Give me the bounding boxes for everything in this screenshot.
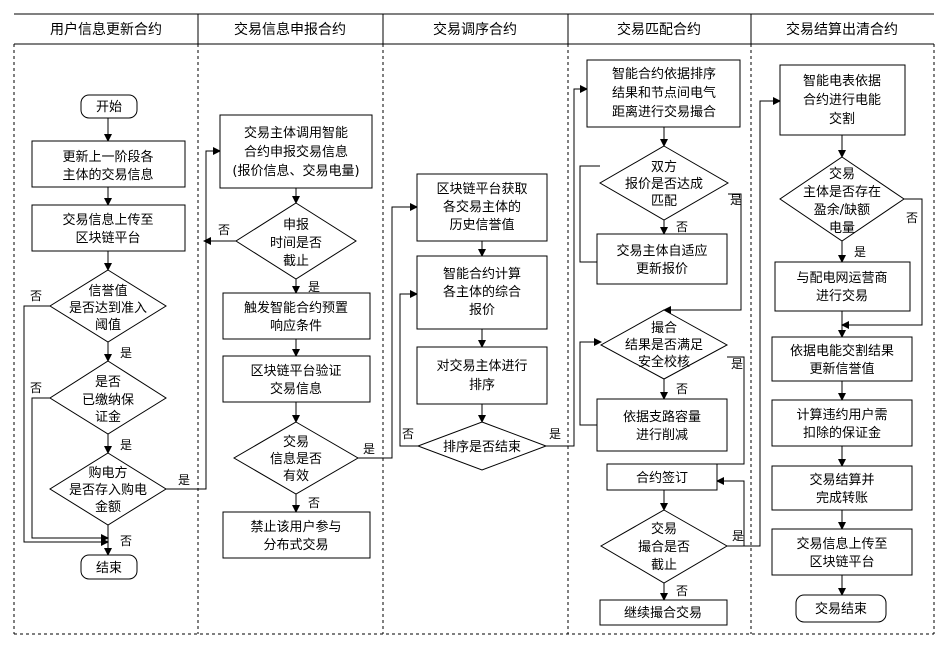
price-check-decision bbox=[599, 145, 729, 221]
compute-price-text: 智能合约计算各主体的综合报价 bbox=[443, 267, 521, 318]
start-node-text: 开始 bbox=[96, 100, 122, 115]
rank-box bbox=[416, 346, 548, 405]
call-contract-box bbox=[219, 114, 373, 189]
buyer-yes-label: 是 bbox=[178, 473, 190, 487]
upload-chain2-text: 交易信息上传至区块链平台 bbox=[796, 536, 887, 570]
trade-end-node bbox=[795, 594, 887, 623]
price-check-text: 双方报价是否达成匹配 bbox=[625, 159, 703, 209]
get-credit-text: 区块链平台获取各交易主体的历史信誉值 bbox=[436, 182, 527, 233]
start-node bbox=[80, 94, 138, 119]
match-deadline-yes-label: 是 bbox=[732, 529, 744, 543]
compute-price-box bbox=[416, 255, 548, 330]
match-deadline-decision bbox=[600, 509, 728, 584]
lane-title-user: 用户信息更新合约 bbox=[50, 21, 162, 38]
sign-box bbox=[606, 463, 718, 491]
safety-yes-label: 是 bbox=[731, 357, 743, 371]
credit-check-text: 信誉值是否达到准入阈值 bbox=[69, 283, 147, 333]
update-credit-text: 依据电能交割结果更新信誉值 bbox=[790, 343, 894, 377]
adaptive-update-box bbox=[596, 233, 728, 285]
price-yes-label: 是 bbox=[730, 193, 742, 207]
update-info-box bbox=[31, 140, 186, 188]
adaptive-update-text: 交易主体自适应更新报价 bbox=[616, 243, 707, 277]
credit-check-decision bbox=[49, 269, 167, 343]
deadline-no-label: 否 bbox=[218, 223, 230, 237]
deadline-check-text: 申报时间是否截止 bbox=[270, 218, 322, 269]
lane-title-schedule: 交易调序合约 bbox=[433, 21, 517, 38]
surplus-check-decision bbox=[779, 156, 905, 242]
trade-end-text: 交易结束 bbox=[815, 601, 867, 617]
cut-text: 依据支路容量进行削减 bbox=[623, 409, 701, 443]
trigger-text: 触发智能合约预置响应条件 bbox=[244, 300, 348, 334]
match-by-rank-box bbox=[586, 59, 741, 128]
surplus-check-text: 交易主体是否存在盈余/缺额电量 bbox=[803, 166, 881, 236]
verify-box bbox=[222, 355, 371, 403]
valid-yes-label: 是 bbox=[363, 442, 375, 456]
safety-check-decision bbox=[599, 309, 729, 380]
settle-transfer-text: 交易结算并完成转账 bbox=[809, 472, 874, 506]
operator-trade-box bbox=[774, 261, 911, 312]
credit-yes-label: 是 bbox=[120, 346, 132, 360]
connectors bbox=[23, 85, 923, 601]
rank-text: 对交易主体进行排序 bbox=[436, 358, 527, 393]
update-info-text: 更新上一阶段各主体的交易信息 bbox=[62, 149, 153, 183]
match-deadline-text: 交易撮合是否截止 bbox=[638, 521, 690, 573]
verify-text: 区块链平台验证交易信息 bbox=[250, 363, 341, 397]
match-deadline-no-label: 否 bbox=[676, 584, 688, 598]
lane-frame bbox=[13, 13, 935, 635]
buyer-check-text: 购电方是否存入购电金额 bbox=[69, 465, 147, 515]
upload-chain2-box bbox=[771, 528, 913, 576]
price-no-label: 否 bbox=[676, 220, 688, 234]
buyer-check-decision bbox=[49, 452, 167, 526]
sign-text: 合约签订 bbox=[636, 470, 688, 486]
rank-done-text: 排序是否结束 bbox=[443, 440, 521, 455]
deadline-yes-label: 是 bbox=[308, 280, 320, 294]
get-credit-box bbox=[416, 173, 548, 242]
compute-deposit-text: 计算违约用户需扣除的保证金 bbox=[796, 407, 887, 441]
continue-match-text: 继续撮合交易 bbox=[624, 605, 702, 621]
meter-split-text: 智能电表依据合约进行电能交割 bbox=[803, 74, 881, 127]
valid-no-label: 否 bbox=[308, 496, 320, 510]
deposit-check-decision bbox=[49, 360, 167, 435]
lane-title-settle: 交易结算出清合约 bbox=[786, 21, 898, 38]
rank-done-no-label: 否 bbox=[402, 427, 414, 441]
safety-no-label: 否 bbox=[676, 382, 688, 396]
update-credit-box bbox=[771, 336, 913, 382]
settle-transfer-box bbox=[771, 465, 913, 511]
trigger-box bbox=[222, 292, 371, 340]
credit-no-label: 否 bbox=[30, 289, 42, 303]
compute-deposit-box bbox=[771, 399, 913, 447]
deposit-no-label: 否 bbox=[30, 381, 42, 395]
valid-check-text: 交易信息是否有效 bbox=[270, 434, 322, 484]
end-node-text: 结束 bbox=[96, 561, 122, 576]
safety-check-text: 撮合结果是否满足安全校核 bbox=[625, 320, 703, 370]
lane-title-match: 交易匹配合约 bbox=[617, 21, 701, 38]
upload-chain-box bbox=[31, 204, 186, 252]
end-node bbox=[80, 554, 138, 580]
deadline-check-decision bbox=[235, 202, 357, 280]
surplus-no-label: 否 bbox=[906, 211, 918, 225]
surplus-yes-label: 是 bbox=[854, 245, 866, 259]
deposit-check-text: 是否已缴纳保证金 bbox=[82, 375, 134, 425]
operator-trade-text: 与配电网运营商进行交易 bbox=[796, 271, 887, 304]
lane-title-declare: 交易信息申报合约 bbox=[234, 21, 346, 38]
deposit-yes-label: 是 bbox=[120, 438, 132, 452]
meter-split-box bbox=[779, 64, 906, 136]
forbid-box bbox=[222, 511, 371, 559]
rank-done-yes-label: 是 bbox=[549, 427, 561, 441]
upload-chain-text: 交易信息上传至区块链平台 bbox=[62, 212, 153, 246]
rank-done-decision bbox=[416, 421, 548, 471]
cut-box bbox=[596, 398, 728, 452]
forbid-text: 禁止该用户参与分布式交易 bbox=[250, 519, 341, 553]
valid-check-decision bbox=[233, 421, 359, 495]
match-by-rank-text: 智能合约依据排序结果和节点间电气距离进行交易撮合 bbox=[612, 67, 716, 120]
call-contract-text: 交易主体调用智能合约申报交易信息(报价信息、交易电量) bbox=[232, 125, 359, 179]
buyer-no-label: 否 bbox=[120, 534, 132, 548]
continue-match-box bbox=[599, 599, 728, 626]
